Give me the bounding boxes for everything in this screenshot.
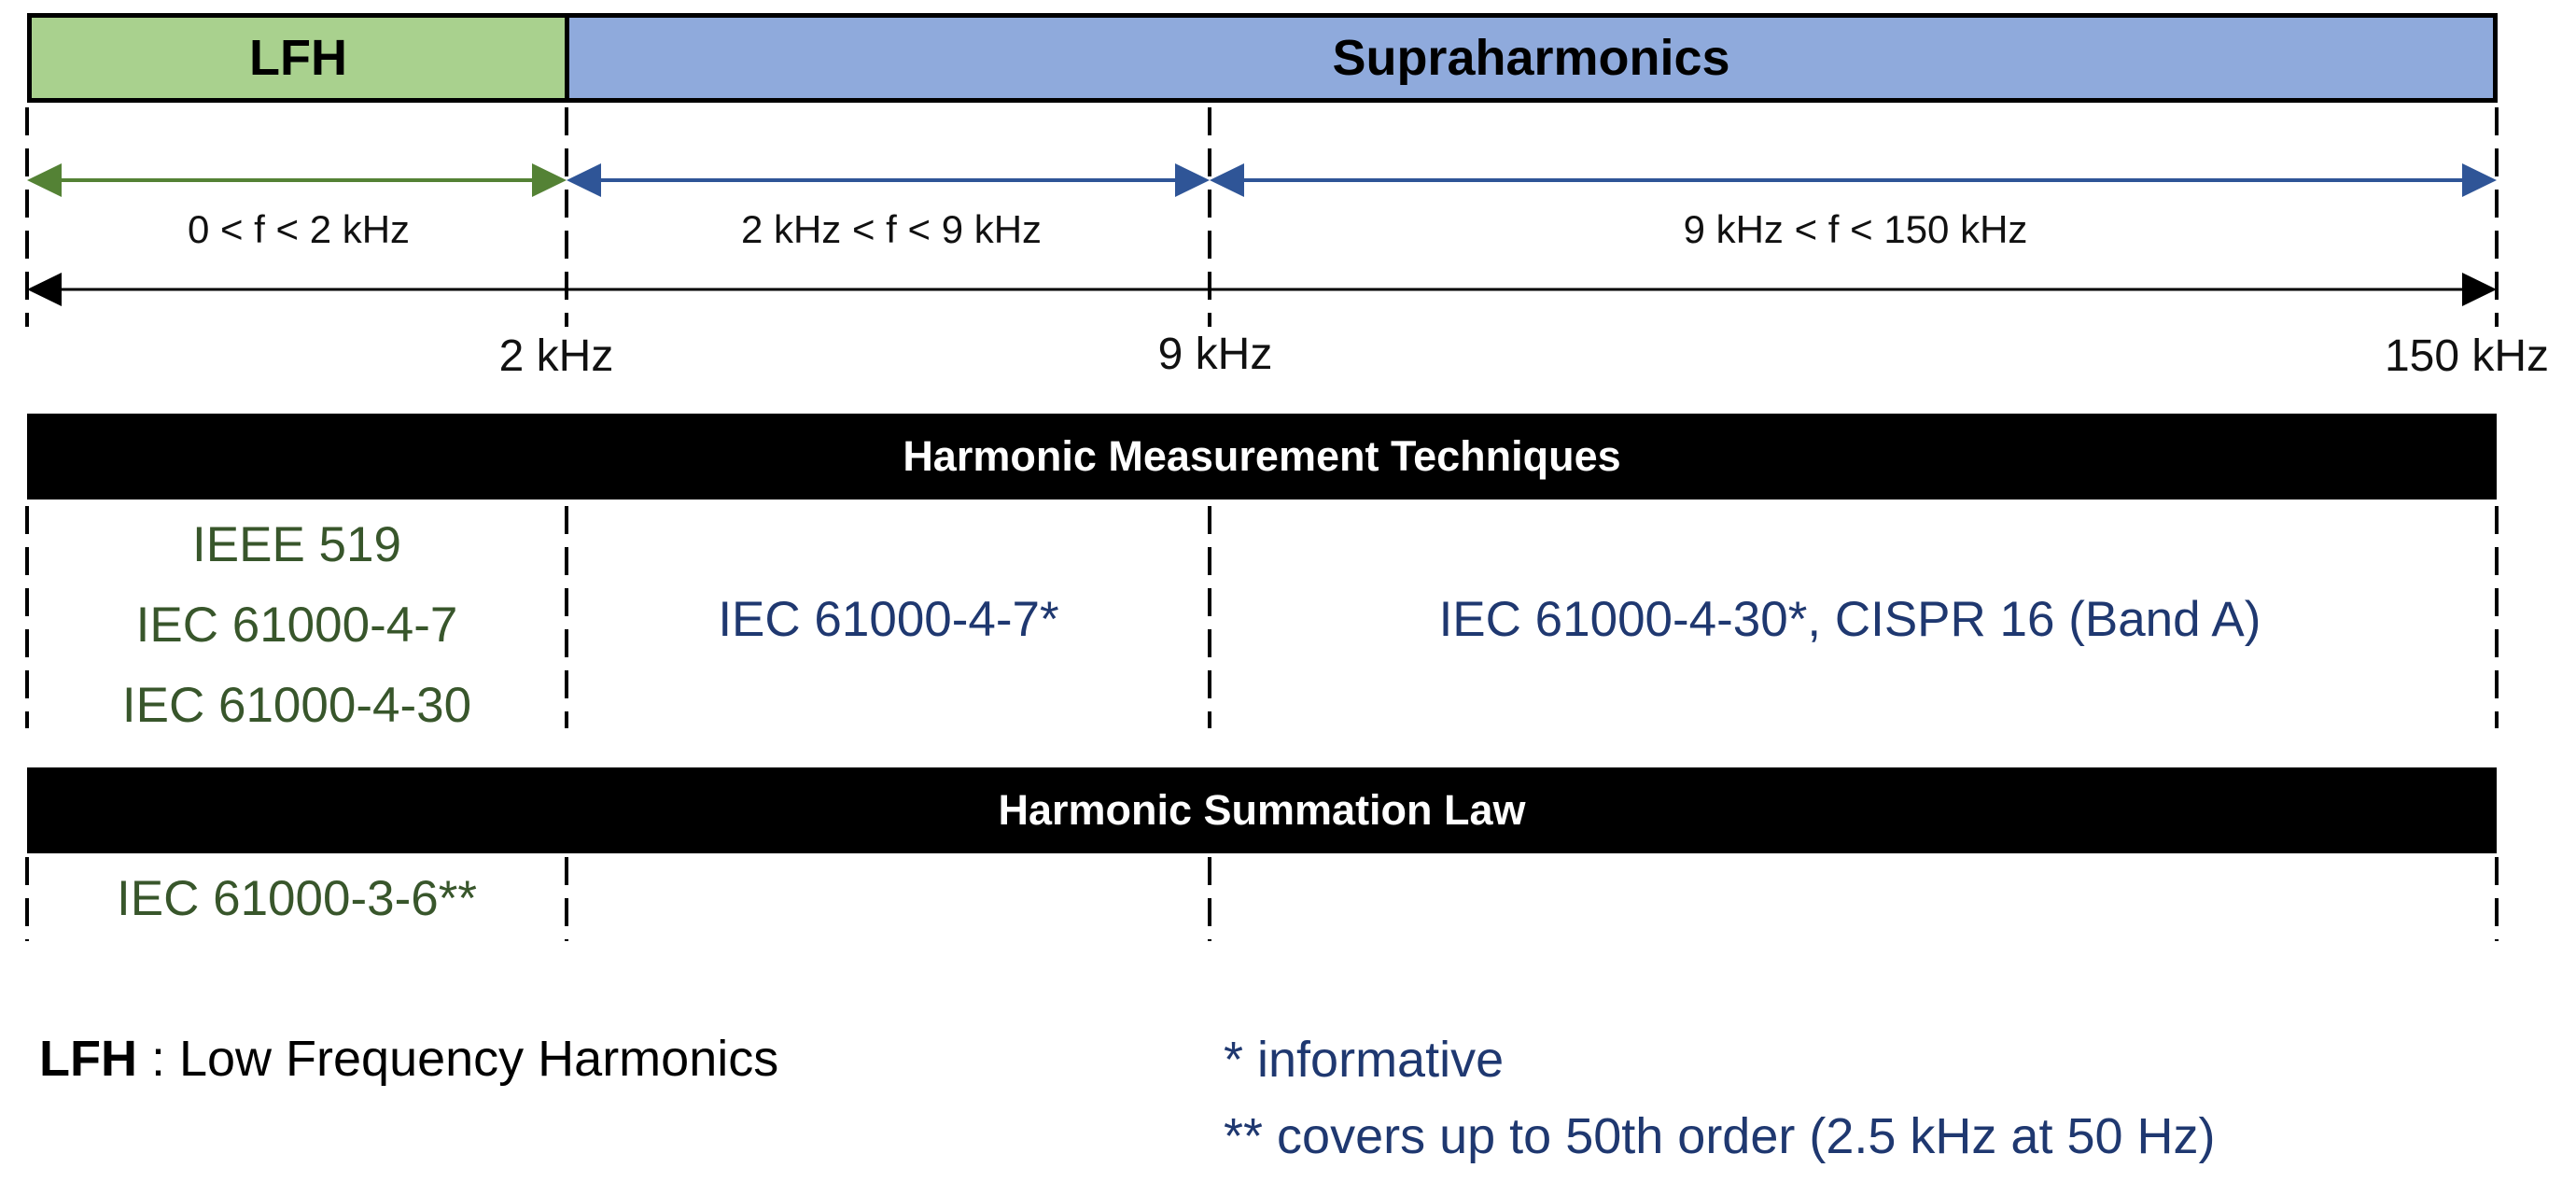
high-range-arrow [1210, 163, 2497, 197]
summation-law-title: Harmonic Summation Law [998, 786, 1526, 834]
summation-law-band: Harmonic Summation Law [27, 767, 2497, 853]
full-span-arrow [27, 273, 2497, 306]
lfh-standard-1: IEEE 519 [192, 517, 401, 572]
legend-abbr: LFH [39, 1031, 137, 1087]
measurement-techniques-title: Harmonic Measurement Techniques [903, 432, 1621, 480]
mid-range-arrow [567, 163, 1210, 197]
note-50th-order: ** covers up to 50th order (2.5 kHz at 5… [1224, 1108, 2216, 1164]
supraharmonics-header-box: Supraharmonics [565, 13, 2498, 103]
lfh-header-label: LFH [249, 30, 347, 86]
lfh-standard-2: IEC 61000-4-7 [135, 598, 458, 653]
range-label-lfh: 0 < f < 2 kHz [187, 207, 411, 251]
legend-definition: : Low Frequency Harmonics [136, 1031, 779, 1087]
freq-label-2khz: 2 kHz [498, 331, 614, 381]
lfh-standard-3: IEC 61000-4-30 [121, 678, 472, 733]
freq-label-150khz: 150 kHz [2384, 331, 2550, 381]
range-label-high: 9 kHz < f < 150 kHz [1683, 207, 2028, 251]
measurement-techniques-band: Harmonic Measurement Techniques [27, 414, 2497, 500]
note-informative: * informative [1224, 1032, 1505, 1088]
lfh-header-box: LFH [27, 13, 569, 103]
lfh-range-arrow [27, 163, 567, 197]
mid-measurement-standard: IEC 61000-4-7* [718, 592, 1059, 647]
range-label-mid: 2 kHz < f < 9 kHz [740, 207, 1043, 251]
supraharmonics-header-label: Supraharmonics [1332, 30, 1730, 86]
lfh-summation-standard: IEC 61000-3-6** [117, 871, 477, 926]
freq-label-9khz: 9 kHz [1157, 330, 1273, 379]
lfh-legend: LFH : Low Frequency Harmonics [39, 1034, 778, 1084]
high-measurement-standard: IEC 61000-4-30*, CISPR 16 (Band A) [1438, 592, 2261, 647]
